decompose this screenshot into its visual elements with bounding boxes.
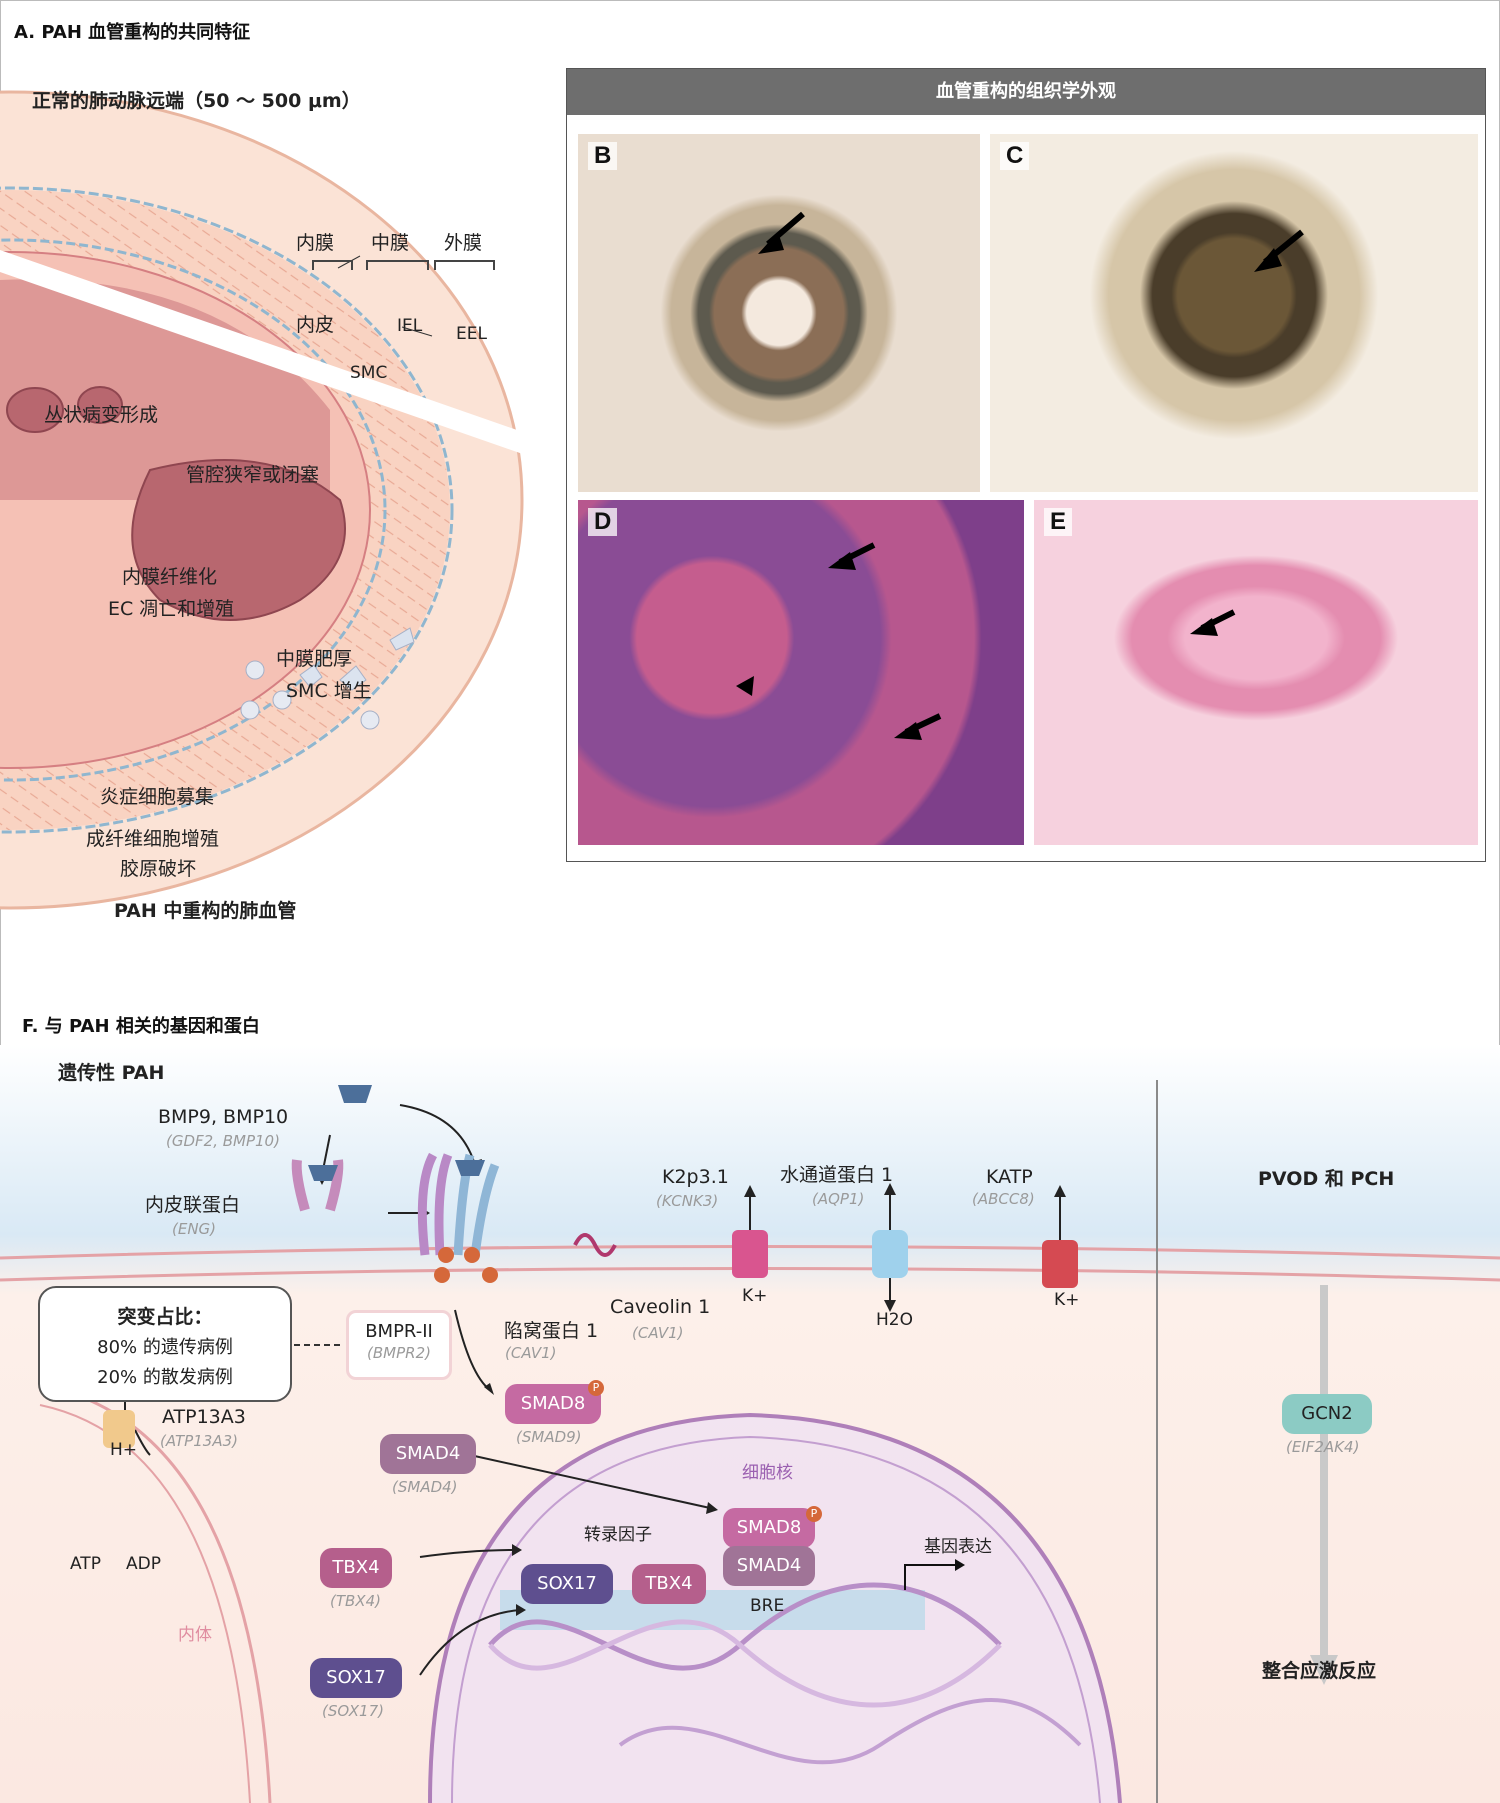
k2p-gene: (KCNK3): [656, 1192, 719, 1210]
bre-label: BRE: [750, 1596, 785, 1616]
remodeled-vessel-label: PAH 中重构的肺血管: [114, 900, 297, 922]
mutation-line2: 20% 的散发病例: [97, 1367, 233, 1388]
bmpr2-box: BMPR-II (BMPR2): [346, 1310, 452, 1380]
normal-artery-label: 正常的肺动脉远端（50 ～ 500 μm）: [32, 90, 361, 112]
tbx4-gene: (TBX4): [330, 1592, 381, 1610]
atp13a3-gene: (ATP13A3): [160, 1432, 238, 1450]
histology-box: 血管重构的组织学外观: [566, 68, 1486, 862]
eel-label: EEL: [456, 324, 487, 344]
tbx4-pill-cytoplasm: TBX4: [320, 1548, 392, 1588]
k2p-label: K2p3.1: [662, 1166, 729, 1188]
plexiform-label: 丛状病变形成: [44, 404, 159, 426]
smad4-pill-cytoplasm: SMAD4: [380, 1434, 476, 1474]
medial-hypertrophy-label: 中膜肥厚: [276, 648, 353, 670]
panel-d-letter: D: [588, 508, 618, 536]
histo-e-arrow: [1190, 609, 1236, 636]
katp-label: KATP: [986, 1166, 1033, 1188]
inflammation-label: 炎症细胞募集: [100, 786, 215, 808]
adp-label: ADP: [126, 1554, 161, 1574]
intima-label: 内膜: [296, 232, 335, 254]
histo-d-arrows: [736, 542, 942, 740]
bracket-tick: [493, 260, 495, 270]
gene-expression-label: 基因表达: [924, 1537, 992, 1557]
caveolin-cn-gene: (CAV1): [505, 1344, 557, 1362]
atp13a3-label: ATP13A3: [162, 1406, 246, 1428]
bmpr2-label: BMPR-II: [365, 1321, 433, 1342]
tbx4-pill-nucleus: TBX4: [632, 1564, 706, 1604]
bracket-tick: [351, 260, 353, 270]
mutation-box: 突变占比： 80% 的遗传病例 20% 的散发病例: [38, 1286, 292, 1402]
smad8-pill-membrane: SMAD8: [505, 1384, 601, 1424]
nucleus-label: 细胞核: [742, 1463, 793, 1483]
bracket-tick: [427, 260, 429, 270]
adventitia-bracket: [434, 260, 494, 262]
membrane-diagram: [0, 1080, 1500, 1803]
histo-b-arrow: [758, 211, 805, 254]
endothelium-label: 内皮: [296, 314, 335, 336]
fibroblast-label: 成纤维细胞增殖: [86, 828, 220, 850]
lumen-label: 管腔狭窄或闭塞: [186, 464, 320, 486]
caveolin-en-gene: (CAV1): [632, 1324, 684, 1342]
panel-e-letter: E: [1044, 508, 1073, 536]
bracket-tick: [366, 260, 368, 270]
mutation-line1: 80% 的遗传病例: [97, 1337, 233, 1358]
bmp-ligands-label: BMP9, BMP10: [158, 1106, 289, 1128]
media-label: 中膜: [371, 232, 410, 254]
histology-panel-e: E: [1034, 500, 1478, 845]
sox17-pill-cytoplasm: SOX17: [310, 1658, 402, 1698]
mutation-title: 突变占比：: [117, 1306, 213, 1328]
ec-apoptosis-label: EC 凋亡和增殖: [108, 598, 235, 620]
aqp-label: 水通道蛋白 1: [780, 1164, 894, 1186]
panel-c-letter: C: [1000, 142, 1030, 170]
phospho-badge: P: [588, 1380, 604, 1396]
caveolin-cn-label: 陷窝蛋白 1: [504, 1320, 599, 1342]
sox17-pill-nucleus: SOX17: [521, 1564, 613, 1604]
sox17-gene: (SOX17): [322, 1702, 384, 1720]
endoglin-label: 内皮联蛋白: [145, 1194, 241, 1216]
histo-c-arrow: [1254, 229, 1304, 272]
tf-label: 转录因子: [584, 1525, 652, 1545]
k-ion-1: K+: [742, 1286, 768, 1306]
smad8-pill-nucleus: SMAD8: [723, 1508, 815, 1548]
vessel-cross-section: [0, 90, 540, 910]
intimal-fibrosis-label: 内膜纤维化: [122, 566, 218, 588]
phospho-badge-nucleus: P: [806, 1506, 822, 1522]
intima-bracket: [312, 260, 352, 262]
bmpr2-gene: (BMPR2): [367, 1344, 431, 1362]
aqp-gene: (AQP1): [812, 1190, 865, 1208]
panel-b-letter: B: [588, 142, 618, 170]
media-bracket: [366, 260, 428, 262]
isr-label: 整合应激反应: [1262, 1660, 1377, 1682]
histology-header: 血管重构的组织学外观: [567, 69, 1485, 115]
smad4-gene: (SMAD4): [392, 1478, 458, 1496]
k-ion-2: K+: [1054, 1290, 1080, 1310]
panel-f-title: F. 与 PAH 相关的基因和蛋白: [22, 1016, 260, 1037]
smad4-pill-nucleus: SMAD4: [723, 1546, 815, 1586]
bracket-tick: [434, 260, 436, 270]
smc-label: SMC: [350, 363, 388, 383]
gcn2-pill: GCN2: [1282, 1394, 1372, 1434]
h2o-label: H2O: [876, 1310, 913, 1330]
caveolin-en-label: Caveolin 1: [610, 1296, 711, 1318]
endosome-label: 内体: [178, 1625, 212, 1645]
histology-panel-d: D: [578, 500, 1024, 845]
pvod-label: PVOD 和 PCH: [1258, 1168, 1395, 1190]
h-ion-label: H+: [110, 1440, 138, 1460]
heritable-label: 遗传性 PAH: [58, 1062, 165, 1084]
histology-panel-c: C: [990, 134, 1478, 492]
adventitia-label: 外膜: [444, 232, 483, 254]
histology-panel-b: B: [578, 134, 980, 492]
collagen-label: 胶原破坏: [120, 858, 197, 880]
bmp-genes: (GDF2, BMP10): [166, 1132, 280, 1150]
panel-a-title: A. PAH 血管重构的共同特征: [14, 22, 251, 43]
iel-label: IEL: [397, 316, 423, 336]
endoglin-gene: (ENG): [172, 1220, 217, 1238]
gcn2-gene: (EIF2AK4): [1286, 1438, 1360, 1456]
smad8-gene: (SMAD9): [516, 1428, 582, 1446]
smc-proliferation-label: SMC 增生: [286, 680, 372, 702]
atp-label: ATP: [70, 1554, 101, 1574]
bracket-tick: [312, 260, 314, 270]
katp-gene: (ABCC8): [972, 1190, 1035, 1208]
